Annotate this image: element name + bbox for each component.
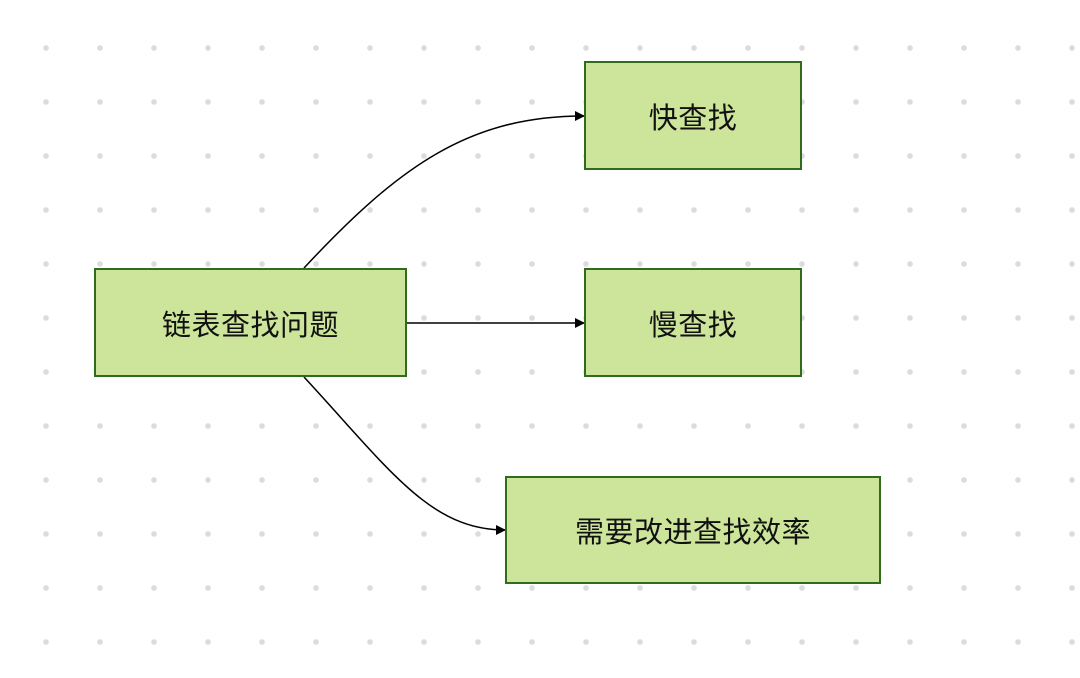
node-label: 慢查找 bbox=[648, 307, 738, 342]
node-slow-search[interactable]: 慢查找 bbox=[584, 268, 802, 377]
node-linked-list-search-problem[interactable]: 链表查找问题 bbox=[94, 268, 407, 377]
edge-root-to-improve bbox=[303, 376, 506, 535]
node-improve-search-efficiency[interactable]: 需要改进查找效率 bbox=[505, 476, 881, 584]
edge-root-to-fast bbox=[303, 111, 585, 269]
node-label: 需要改进查找效率 bbox=[574, 515, 811, 549]
node-label: 链表查找问题 bbox=[161, 307, 339, 342]
node-fast-search[interactable]: 快查找 bbox=[584, 61, 802, 170]
node-label: 快查找 bbox=[648, 100, 738, 135]
